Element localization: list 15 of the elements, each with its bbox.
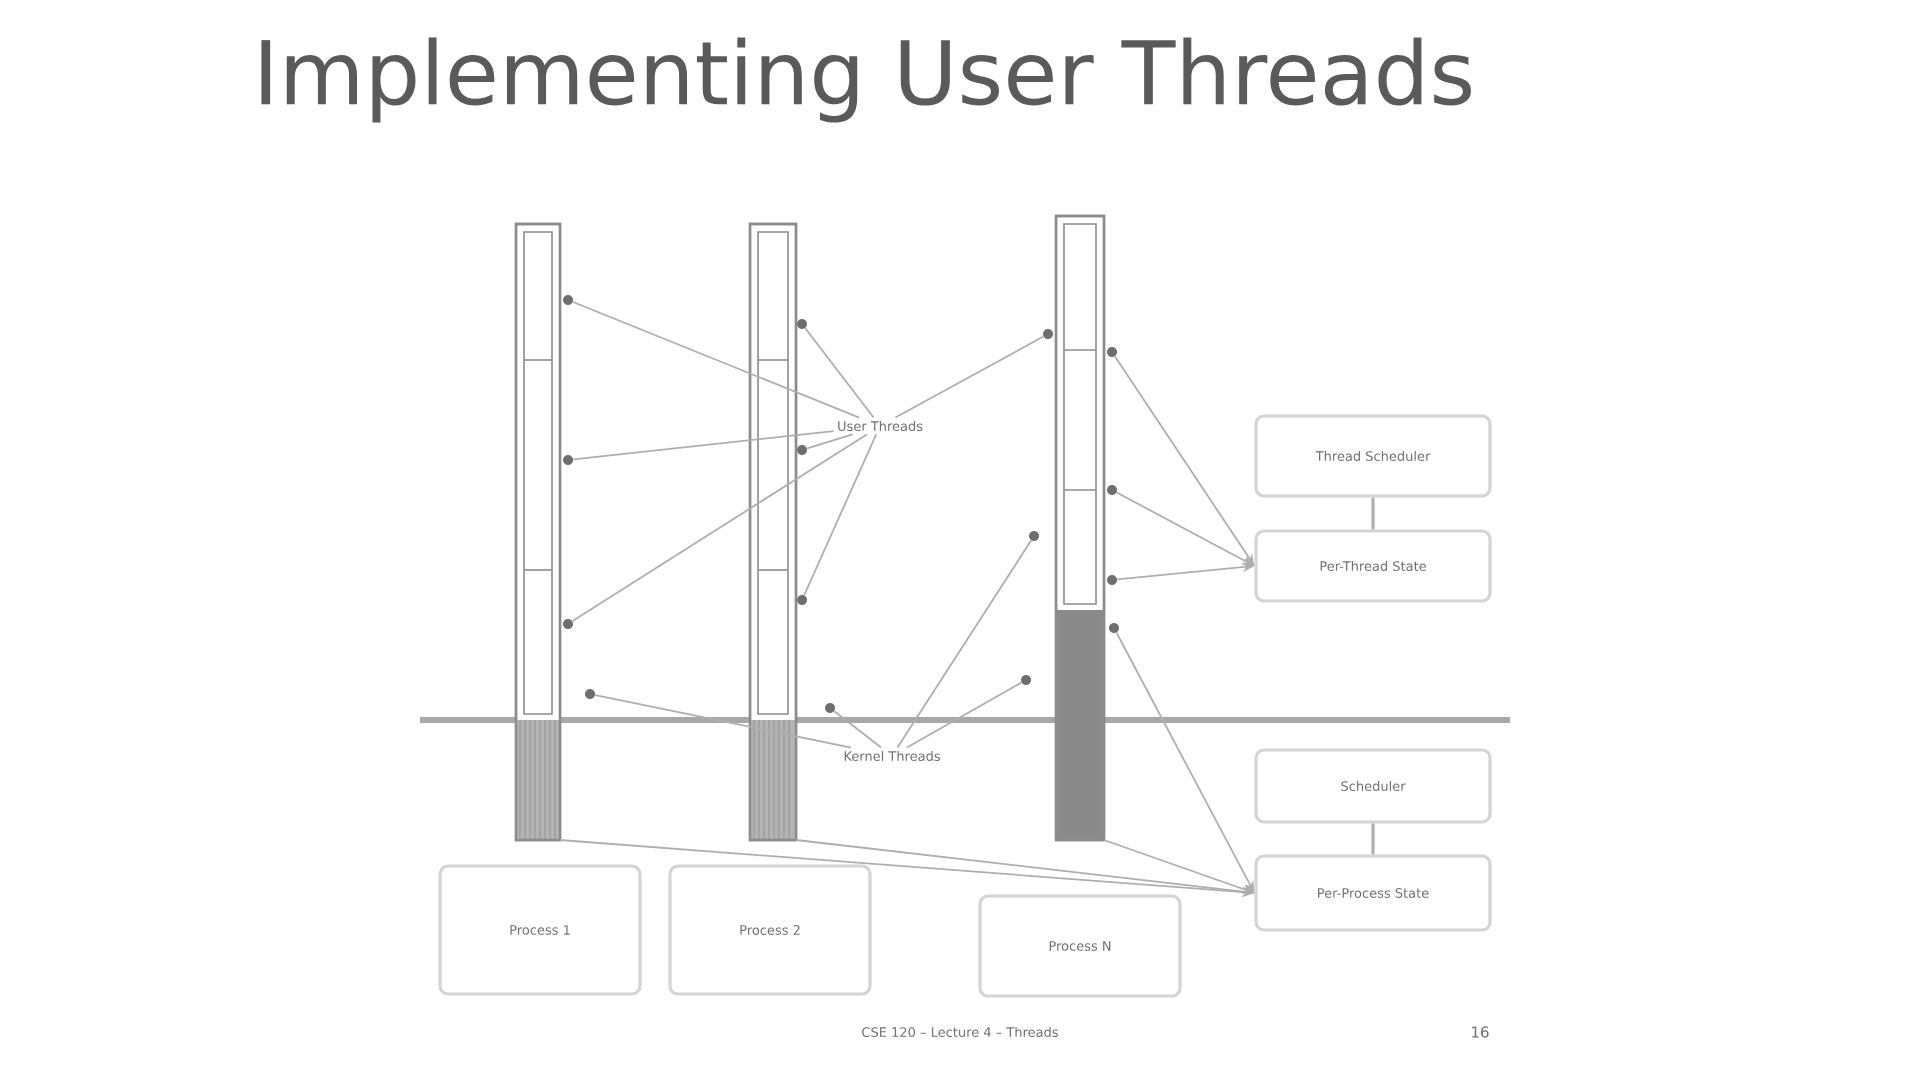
slide-title: Implementing User Threads [261, 37, 1471, 123]
connector-line [1371, 497, 1375, 530]
leader-line [896, 539, 1032, 749]
connector-line [1371, 823, 1375, 855]
leader-line [806, 433, 854, 450]
leader-line [833, 710, 883, 749]
leader-line [572, 301, 861, 419]
leader-line [804, 327, 875, 419]
address-space-bar [748, 222, 798, 842]
address-space-bar [514, 222, 562, 842]
leader-line [894, 335, 1045, 419]
address-space-bar [1054, 214, 1106, 842]
leader-line [594, 694, 852, 749]
leader-line [906, 681, 1023, 749]
leader-line [572, 430, 835, 461]
